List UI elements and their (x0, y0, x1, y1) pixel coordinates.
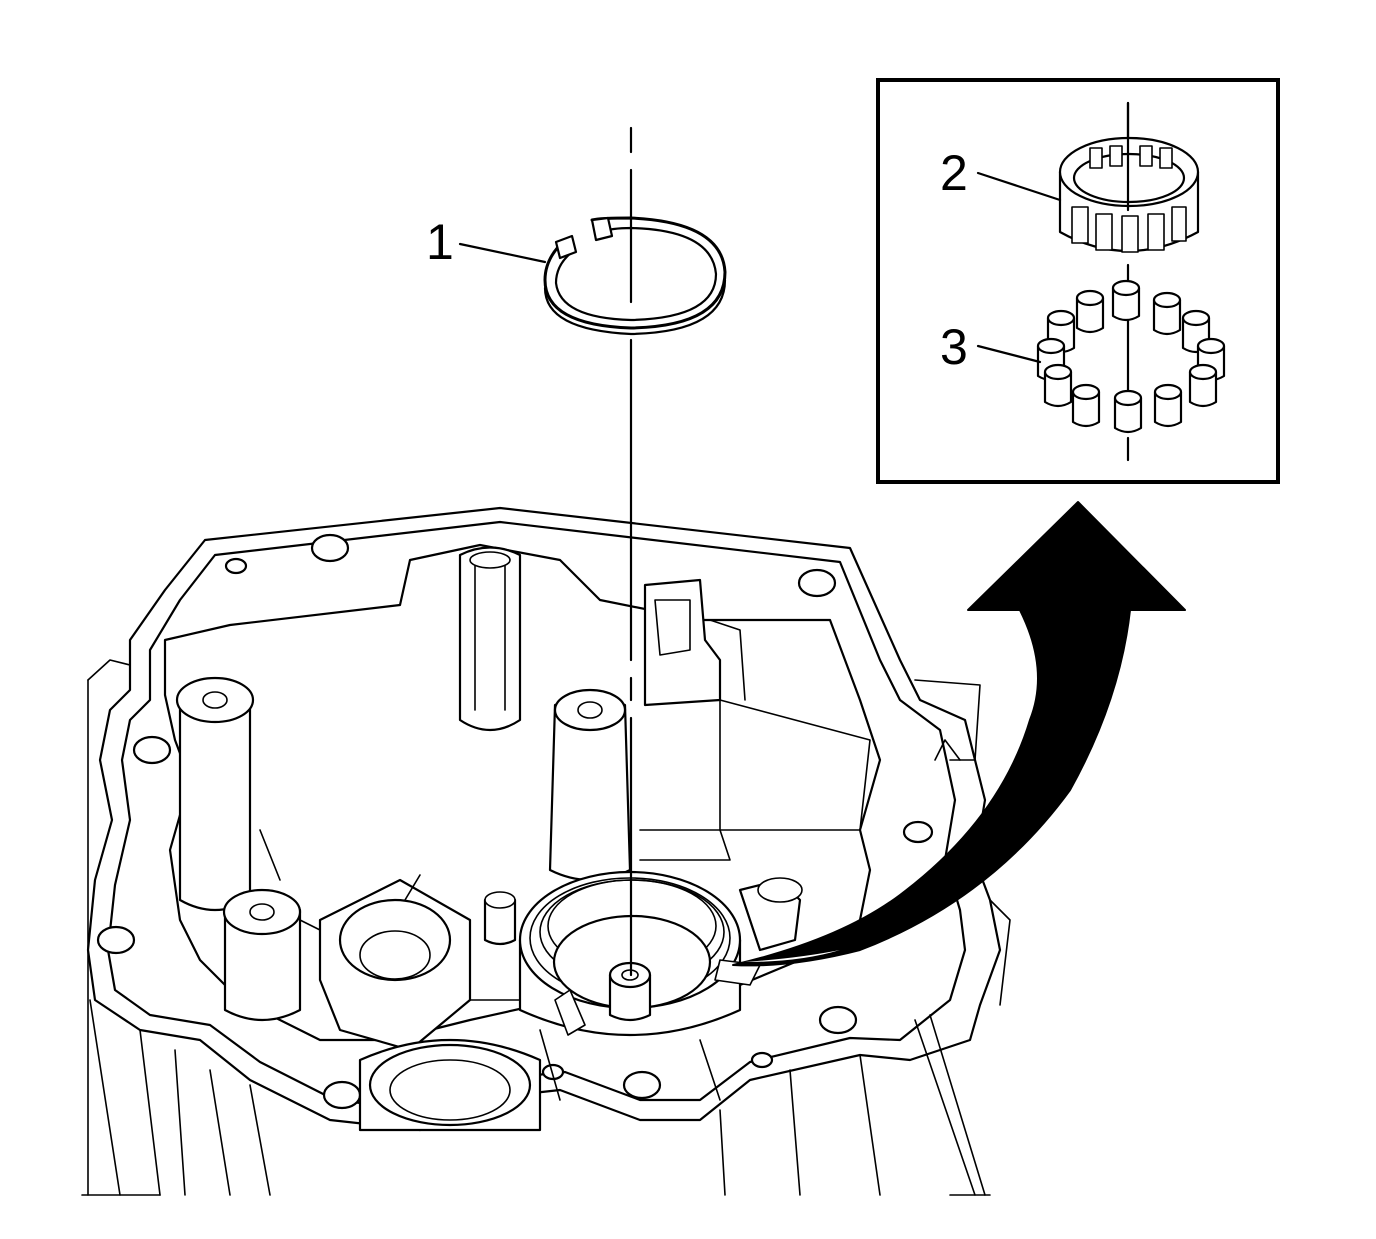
needle-rollers (1036, 279, 1226, 434)
needle-bearing-cage (1058, 101, 1200, 253)
transmission-case (81, 506, 1011, 1196)
callout-3-label: 3 (940, 319, 968, 375)
leader-line-2 (976, 171, 1062, 202)
callout-2-label: 2 (940, 145, 968, 201)
leader-line-3 (976, 344, 1042, 364)
flange-bolt-holes (96, 533, 934, 1112)
detail-inset: 2 3 (876, 78, 1280, 484)
callout-1-label: 1 (426, 214, 454, 270)
leader-line-1 (458, 242, 547, 264)
snap-ring (543, 216, 727, 336)
curved-arrow (732, 501, 1186, 967)
